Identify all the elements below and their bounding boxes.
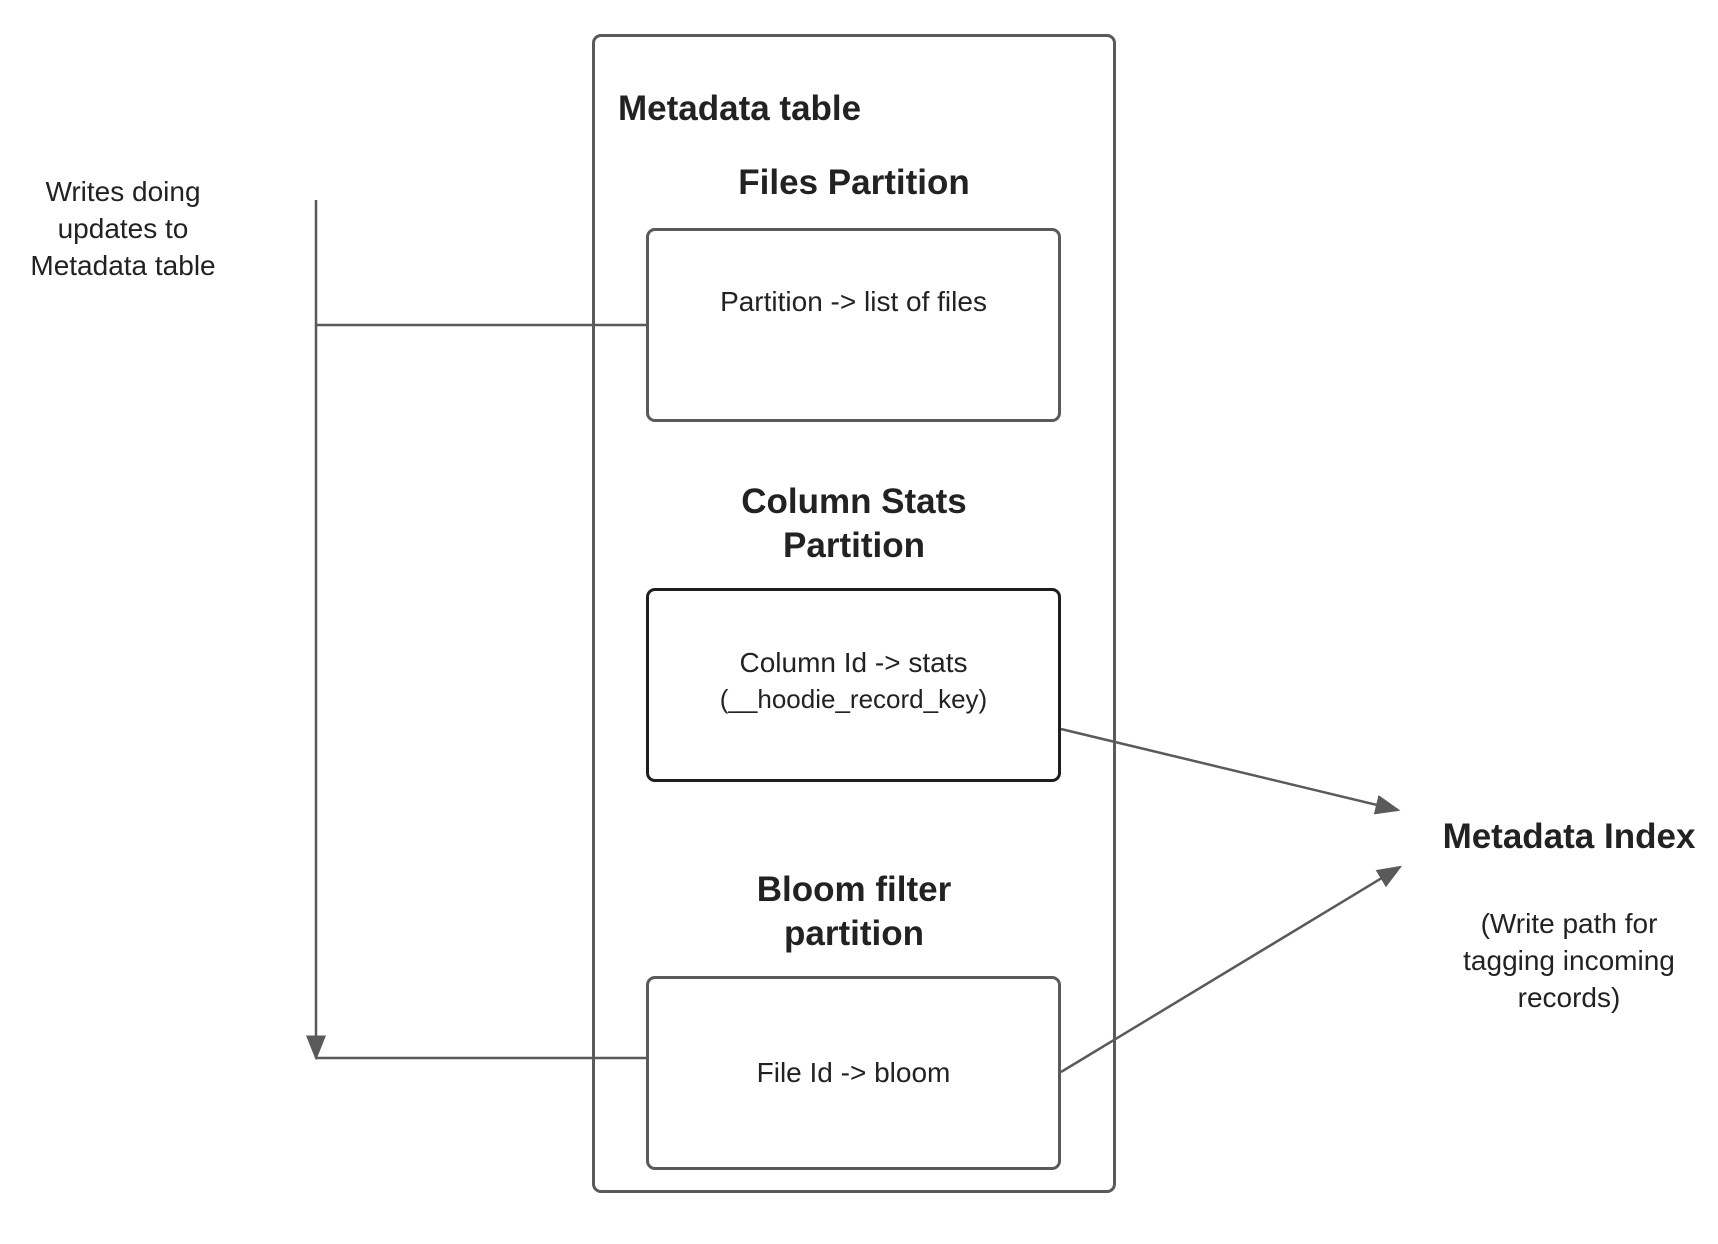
bloom-filter-title-line2: partition [784, 914, 924, 953]
bloom-filter-partition-title: Bloom filter partition [592, 868, 1116, 956]
bloom-filter-title-line1: Bloom filter [756, 870, 952, 909]
files-partition-box: Partition -> list of files [646, 228, 1061, 422]
bloom-to-index-arrow [1060, 865, 1403, 1074]
column-stats-title-line1: Column Stats [741, 482, 967, 521]
metadata-index-note-line2: tagging incoming [1463, 945, 1675, 976]
files-partition-title: Files Partition [738, 163, 970, 202]
writes-label-line2: updates to [57, 213, 189, 244]
metadata-index-note-line1: (Write path for [1480, 908, 1658, 939]
metadata-index-title: Metadata Index [1442, 817, 1696, 856]
column-stats-content-line2: (__hoodie_record_key) [719, 684, 988, 714]
column-stats-title-line2: Partition [783, 526, 925, 565]
metadata-index-note-line3: records) [1517, 982, 1621, 1013]
column-stats-content-line1: Column Id -> stats [739, 647, 968, 678]
column-stats-partition-title: Column Stats Partition [592, 480, 1116, 568]
metadata-table-container [592, 34, 1116, 1193]
files-partition-content: Partition -> list of files [720, 286, 987, 317]
writes-label: Writes doing updates to Metadata table [0, 173, 246, 284]
writes-label-line3: Metadata table [30, 250, 216, 281]
writes-label-line1: Writes doing [45, 176, 201, 207]
metadata-index-note: (Write path for tagging incoming records… [1430, 905, 1708, 1016]
column-stats-to-index-arrow [1060, 727, 1401, 815]
column-stats-content: Column Id -> stats (__hoodie_record_key) [649, 644, 1058, 718]
column-stats-partition-box: Column Id -> stats (__hoodie_record_key) [646, 588, 1061, 782]
metadata-table-title: Metadata table [618, 89, 862, 128]
bloom-filter-partition-box: File Id -> bloom [646, 976, 1061, 1170]
bloom-filter-content: File Id -> bloom [756, 1057, 951, 1088]
